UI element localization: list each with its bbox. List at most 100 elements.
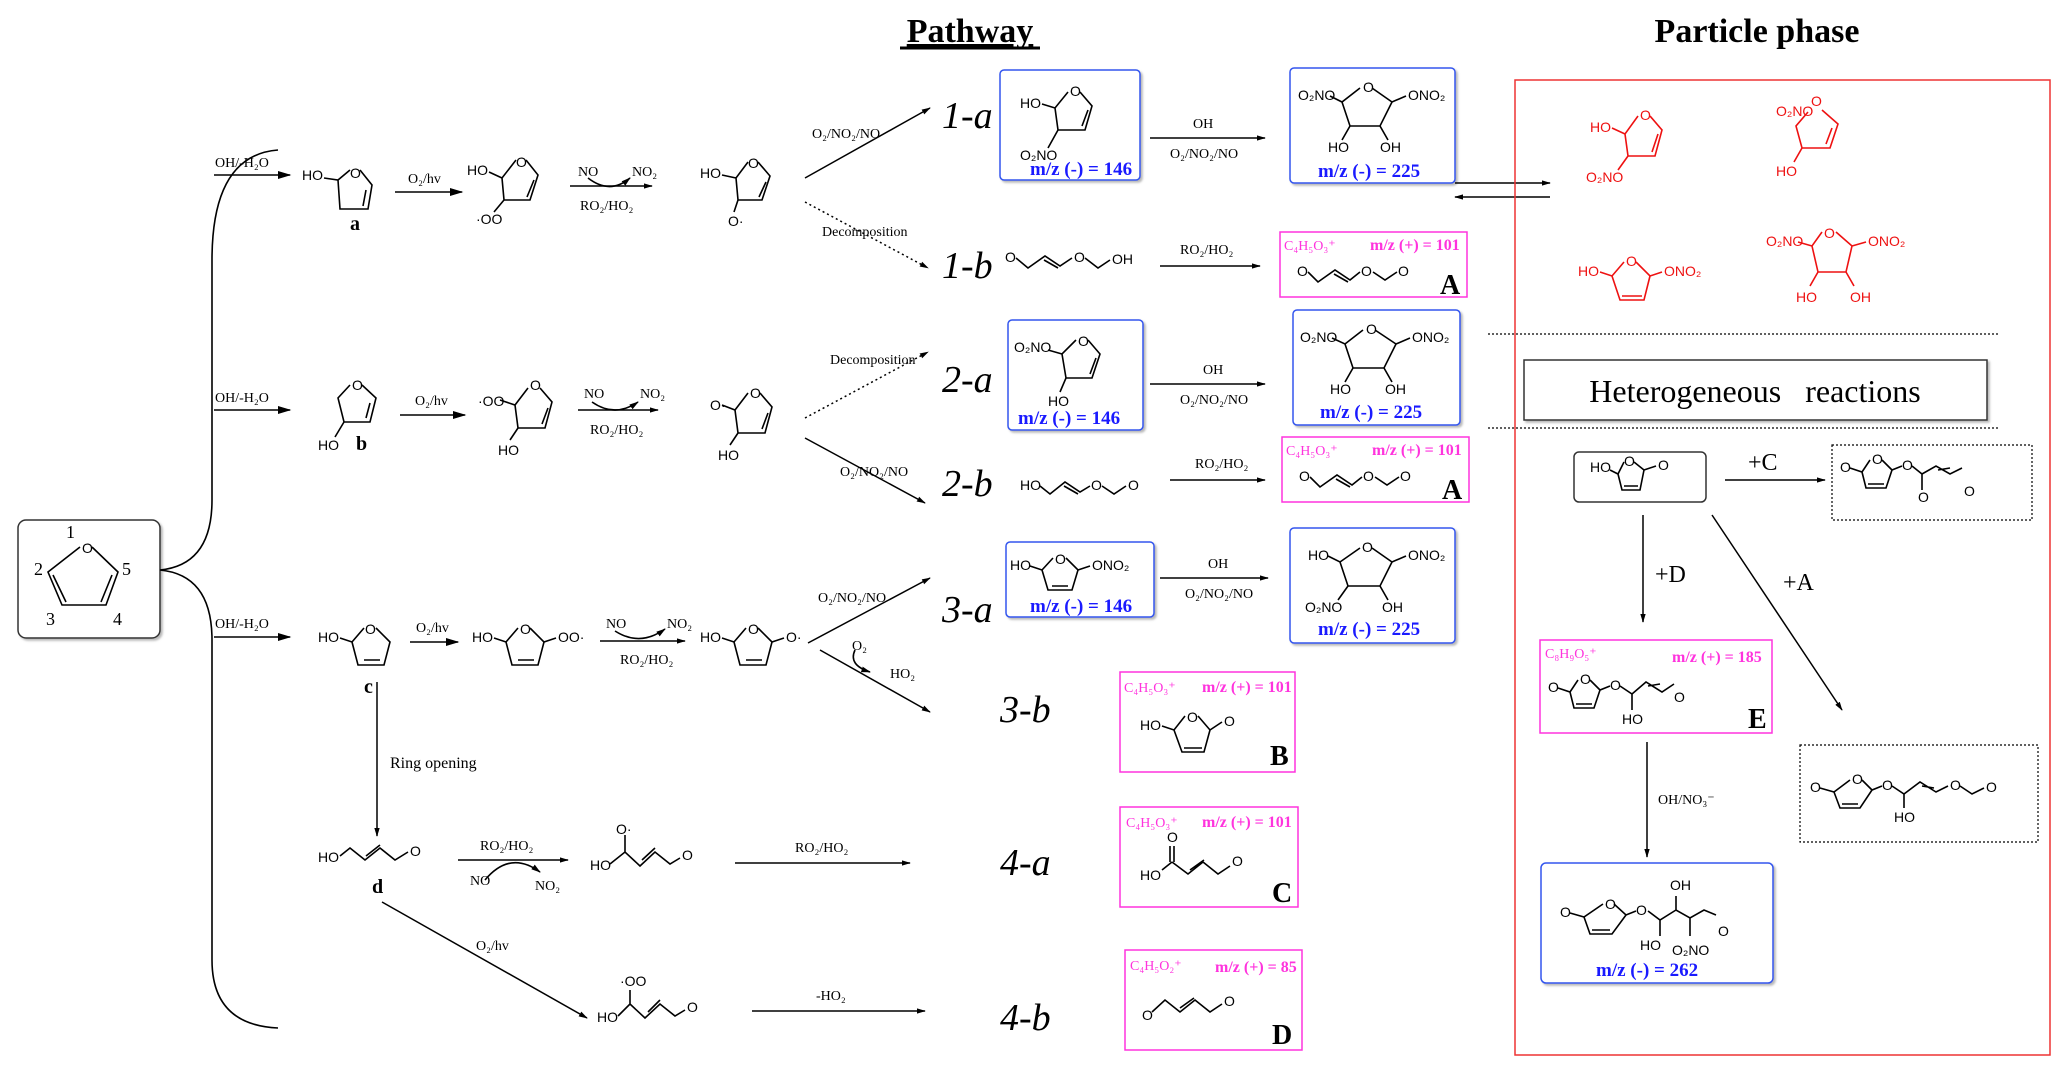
atom-label: OH — [1382, 599, 1403, 615]
atom-label: O — [1400, 468, 1411, 484]
reagent-o2-no2-no: O₂/NO₂/NO — [1180, 393, 1248, 408]
product-C-adduct: O O O O O — [1831, 444, 2033, 521]
atom-label: HO — [718, 447, 739, 463]
atom-label: O — [750, 385, 761, 401]
atom-label: O· — [728, 213, 744, 229]
atom-label: O — [1167, 829, 1178, 845]
formula-label: C₈H₉O₅⁺ — [1545, 647, 1597, 662]
atom-label: O — [1074, 249, 1085, 265]
atom-label: O — [1091, 477, 1102, 493]
reagent-ro2-ho2: RO₂/HO₂ — [580, 199, 633, 214]
atom-label: ONO₂ — [1412, 329, 1449, 345]
atom-label: O — [1128, 477, 1139, 493]
atom-label: OH — [1385, 381, 1406, 397]
reagent-ring-opening: Ring opening — [390, 755, 477, 772]
atom-label: O — [352, 377, 363, 393]
atom-label: O — [1366, 321, 1377, 337]
intermediate-d-label: d — [372, 876, 383, 898]
product-C: C₄H₅O₃⁺ m/z (+) = 101 O HO O C — [1119, 806, 1299, 909]
reagent-o2-no2-no: O₂/NO₂/NO — [1170, 147, 1238, 162]
pathway-label-2b: 2-b — [942, 463, 993, 505]
atom-label: O — [1361, 263, 1372, 279]
reagent-no: NO — [606, 617, 626, 632]
reagent-ho2: HO₂ — [890, 667, 915, 682]
atom-label: HO — [318, 629, 339, 645]
formula-label: C₄H₅O₃⁺ — [1124, 681, 1176, 696]
atom-label: O₂NO — [1586, 169, 1623, 185]
atom-label: HO — [1590, 119, 1611, 135]
pathway-label-1a: 1-a — [942, 95, 993, 137]
atom-label: O — [1840, 459, 1851, 475]
atom-label: HO — [1578, 263, 1599, 279]
product-A-adduct: O O O HO O O — [1799, 744, 2039, 843]
intermediate-2b: HO O O — [1020, 477, 1139, 496]
mz-label: m/z (-) = 225 — [1318, 619, 1420, 640]
furan-number-4: 4 — [113, 609, 122, 629]
pathway-label-1b: 1-b — [942, 245, 993, 287]
row-d: HO O d RO₂/HO₂ NO NO₂ HO O· O RO₂/HO₂ — [318, 821, 911, 898]
intermediate-1b: O O OH — [1005, 249, 1133, 270]
pathway-title: Pathway — [907, 13, 1034, 50]
product-E: C₈H₉O₅⁺ m/z (+) = 185 O O O HO O E — [1539, 639, 1773, 735]
reagent-oh: OH — [1193, 117, 1213, 132]
product-1a-oh: O₂NO O ONO₂ HO OH m/z (-) = 225 — [1289, 67, 1456, 184]
atom-label: O — [1658, 457, 1669, 473]
atom-label: O — [1070, 83, 1081, 99]
atom-label: O — [1624, 453, 1635, 469]
pathway-label-4a: 4-a — [1000, 842, 1051, 884]
atom-label: ONO₂ — [1664, 263, 1701, 279]
branch-bracket — [159, 149, 279, 1029]
atom-label: O — [1398, 263, 1409, 279]
atom-label: O — [1626, 253, 1637, 269]
pathway-label-4b: 4-b — [1000, 997, 1051, 1039]
reagent-ro2-ho2: RO₂/HO₂ — [620, 653, 673, 668]
atom-label: O — [1548, 679, 1559, 695]
heterogeneous-box — [1523, 359, 1988, 421]
atom-label: O₂NO — [1776, 103, 1813, 119]
reagent-ro2-ho2: RO₂/HO₂ — [1195, 457, 1248, 472]
product-1a: HO O O₂NO m/z (-) = 146 — [999, 69, 1141, 181]
reagent-o2-no2-no: O₂/NO₂/NO — [818, 591, 886, 606]
atom-label: ·OO — [476, 211, 503, 227]
atom-label: O — [1918, 489, 1929, 505]
atom-label: O — [748, 621, 759, 637]
atom-label: ONO₂ — [1092, 557, 1129, 573]
atom-label: OO· — [558, 629, 584, 645]
atom-label: O — [748, 155, 759, 171]
particle-phase-box — [1514, 79, 2051, 1056]
furan-number-1: 1 — [66, 522, 75, 542]
atom-label: OH — [1850, 289, 1871, 305]
atom-label: HO — [1010, 557, 1031, 573]
reagent-o2-no2-no: O₂/NO₂/NO — [1185, 587, 1253, 602]
mz-label: m/z (-) = 146 — [1018, 408, 1120, 429]
reagent-oh: OH — [1208, 557, 1228, 572]
mz-label: m/z (-) = 146 — [1030, 159, 1132, 180]
atom-label: O — [1852, 771, 1863, 787]
atom-label: O — [1964, 483, 1975, 499]
product-A-1b: C₄H₅O₃⁺ m/z (+) = 101 O O O A — [1279, 231, 1468, 301]
atom-label: O· — [616, 821, 632, 837]
furan-atom-O: O — [82, 540, 93, 556]
atom-label: HO — [1140, 867, 1161, 883]
reagent-no2: NO₂ — [640, 387, 665, 402]
atom-label: OH — [1380, 139, 1401, 155]
formula-label: C₄H₅O₃⁺ — [1284, 239, 1336, 254]
formula-label: C₄H₅O₃⁺ — [1126, 816, 1178, 831]
atom-label: HO — [1894, 809, 1915, 825]
atom-label: O — [687, 999, 698, 1015]
reagent-no2: NO₂ — [632, 165, 657, 180]
reagent-no: NO — [470, 874, 490, 889]
equilibrium-arrows — [1454, 180, 1551, 200]
row-c: OH/-H₂O HO O c O₂/hv HO O OO· NO NO₂ RO₂… — [214, 617, 802, 698]
mz-label: m/z (-) = 225 — [1318, 161, 1420, 182]
atom-label: O — [1560, 904, 1571, 920]
product-letter-A: A — [1440, 270, 1461, 301]
furan-number-2: 2 — [34, 559, 43, 579]
reagent-o2-hv-a: O₂/hv — [408, 172, 441, 187]
atom-label: O — [1078, 333, 1089, 349]
mz-label: m/z (+) = 85 — [1215, 959, 1297, 976]
atom-label: HO — [700, 629, 721, 645]
plus-c-label: +C — [1748, 450, 1778, 476]
reagent-oh-h2o-a: OH/-H₂O — [215, 156, 269, 171]
atom-label: HO — [472, 629, 493, 645]
